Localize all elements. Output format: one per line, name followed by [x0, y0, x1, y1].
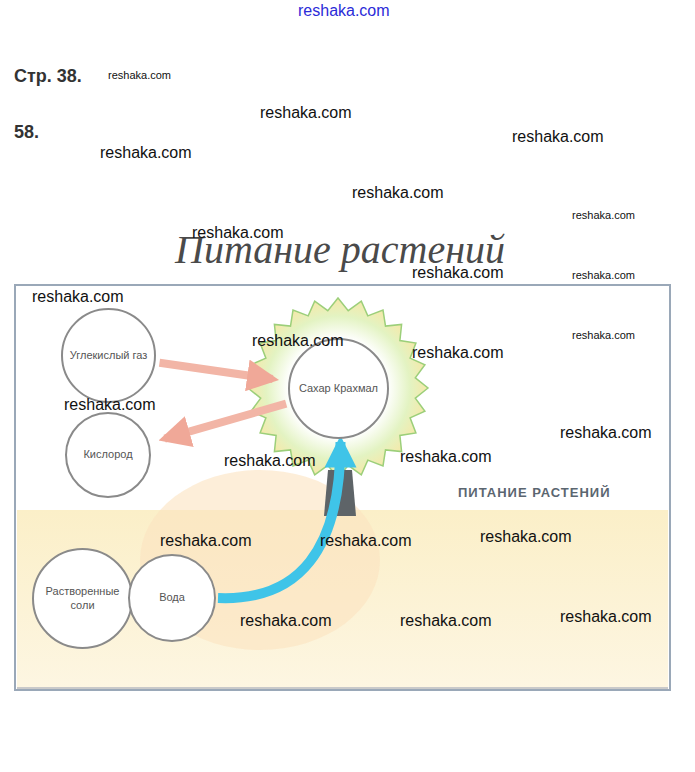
watermark: reshaka.com — [560, 424, 652, 442]
watermark: reshaka.com — [412, 264, 504, 282]
watermark: reshaka.com — [252, 332, 344, 350]
node-text: Вода — [153, 591, 191, 605]
watermark: reshaka.com — [32, 288, 124, 306]
watermark: reshaka.com — [240, 612, 332, 630]
circle-node: Кислород — [65, 412, 151, 498]
watermark: reshaka.com — [512, 128, 604, 146]
node-text: Кислород — [77, 448, 138, 462]
circle-node: Растворенные соли — [32, 548, 133, 649]
watermark: reshaka.com — [192, 224, 284, 242]
node-text: Углекислый газ — [64, 349, 154, 363]
watermark: reshaka.com — [572, 329, 635, 341]
watermark: reshaka.com — [260, 104, 352, 122]
watermark: Стр. 38. — [14, 66, 82, 87]
page-number: 58. — [14, 122, 39, 143]
circle-node: Сахар Крахмал — [288, 338, 389, 439]
watermark: reshaka.com — [400, 448, 492, 466]
panel-heading: ПИТАНИЕ РАСТЕНИЙ — [458, 485, 611, 500]
watermark: reshaka.com — [352, 184, 444, 202]
watermark: reshaka.com — [298, 2, 390, 20]
panel-bottom — [17, 687, 668, 689]
flow-arrow — [218, 442, 341, 598]
watermark: reshaka.com — [400, 612, 492, 630]
circle-node: Вода — [128, 554, 216, 642]
flow-arrow — [165, 404, 286, 439]
watermark: reshaka.com — [224, 452, 316, 470]
watermark: reshaka.com — [320, 532, 412, 550]
watermark: reshaka.com — [412, 344, 504, 362]
node-text: Сахар Крахмал — [293, 382, 384, 396]
watermark: reshaka.com — [480, 528, 572, 546]
watermark: reshaka.com — [160, 532, 252, 550]
circle-node: Углекислый газ — [61, 308, 156, 403]
watermark: reshaka.com — [572, 209, 635, 221]
flow-arrow — [159, 363, 272, 379]
watermark: reshaka.com — [64, 396, 156, 414]
panel-frame — [15, 285, 670, 690]
watermark: reshaka.com — [108, 69, 171, 81]
node-text: Растворенные соли — [34, 585, 131, 613]
watermark: reshaka.com — [572, 269, 635, 281]
watermark: reshaka.com — [560, 608, 652, 626]
watermark: reshaka.com — [100, 144, 192, 162]
